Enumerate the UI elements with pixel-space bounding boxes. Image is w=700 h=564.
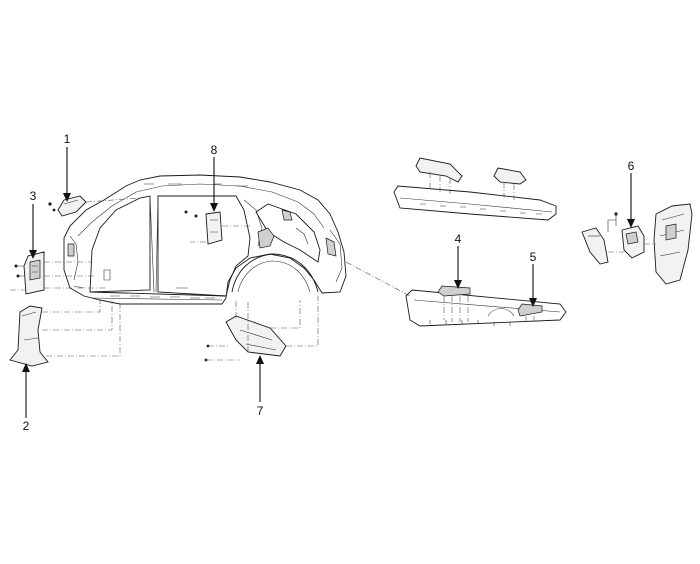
part-7-rear-lower-trim <box>204 315 287 402</box>
callout-6: 6 <box>627 159 635 173</box>
leader-lines <box>10 197 411 361</box>
part-5-reinforcement <box>517 303 543 317</box>
part-3-bracket <box>14 204 45 295</box>
rear-pillar-assembly <box>581 173 693 285</box>
callout-7: 7 <box>256 404 264 418</box>
callout-8: 8 <box>210 143 218 157</box>
callout-5: 5 <box>529 250 537 264</box>
part-4-reinforcement <box>437 285 471 297</box>
callout-1: 1 <box>63 132 71 146</box>
callout-2: 2 <box>22 419 30 433</box>
side-outer-panel <box>63 174 347 305</box>
part-8-center-trim <box>184 157 223 245</box>
roof-side-rail-assembly <box>393 157 557 221</box>
part-1-front-pillar-trim <box>48 147 87 217</box>
rocker-panel-assembly <box>405 246 567 327</box>
callout-4: 4 <box>454 232 462 246</box>
callout-3: 3 <box>29 189 37 203</box>
part-2-pillar-lower-trim <box>9 305 49 418</box>
